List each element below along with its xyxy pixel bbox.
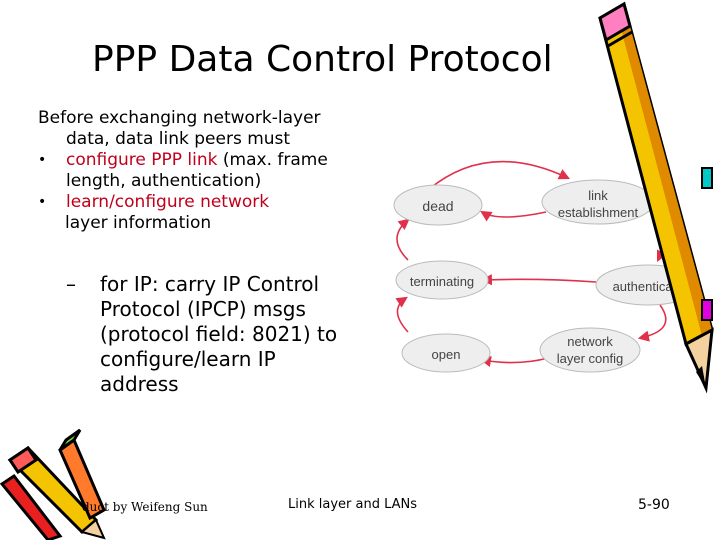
intro-line-2: data, data link peers must [66,129,291,149]
state-network-line1: network [567,334,613,349]
arrow-open-to-terminating [395,296,409,333]
state-open-shape [401,333,491,373]
state-dead-label: dead [422,198,453,214]
state-open: open [401,333,491,373]
state-dead-shape [393,184,483,226]
page-number: 5-90 [638,497,670,513]
sub-line-5: address [100,372,179,396]
sub-line-2: Protocol (IPCP) msgs [100,297,306,321]
intro-text: Before exchanging network-layer data, da… [38,108,378,234]
bullet-2-highlight: learn/configure network [66,192,270,212]
bullet-1-text: (max. frame [217,150,328,170]
bullet-1-highlight: configure PPP link [66,150,218,170]
dash-glyph: – [66,272,76,296]
bullet-glyph: • [38,194,47,210]
state-terminating-label: terminating [410,274,474,289]
state-link-line1: link [588,188,608,203]
state-open-label: open [432,347,461,362]
bullet-2-continuation: layer information [65,213,212,233]
pencil-icon [598,1,714,394]
state-network-shape [539,327,641,373]
state-dead: dead [393,184,483,226]
arrow-dead-to-link [427,160,571,191]
state-terminating-shape [395,260,489,300]
state-authenticate-label: authenticate [613,279,684,294]
state-network-line2: layer config [557,351,623,366]
footer-section-title: Link layer and LANs [288,497,418,512]
sub-line-3: (protocol field: 8021) to [100,322,338,346]
arrow-authenticate-to-terminating [480,274,597,286]
state-link-establishment: link establishment [541,179,655,225]
bullet-1-continuation: length, authentication) [66,171,262,191]
state-network-layer-config: network layer config [539,327,641,373]
footer-credit: duct by Weifeng Sun [82,500,208,514]
sub-line-1-text: for IP: carry IP Control [100,272,320,296]
state-link-line2: establishment [558,205,639,220]
bullet-configure-link: • configure PPP link (max. frame [38,150,378,171]
arrow-terminating-to-dead [396,218,410,261]
slide-title: PPP Data Control Protocol [92,39,553,80]
state-terminating: terminating [395,260,489,300]
sub-bullet: – for IP: carry IP Control Protocol (IPC… [66,272,396,397]
arrow-link-to-dead [480,210,547,222]
sub-line-1: – for IP: carry IP Control [66,272,396,297]
sub-line-4: configure/learn IP [100,347,276,371]
bullet-glyph: • [38,152,47,168]
bullet-learn-network: • learn/configure network [38,192,378,213]
pencils-icon [0,428,106,540]
arrow-network-to-open [479,355,549,367]
arrow-authenticate-to-network [637,304,667,342]
intro-line-1: Before exchanging network-layer [38,108,321,128]
